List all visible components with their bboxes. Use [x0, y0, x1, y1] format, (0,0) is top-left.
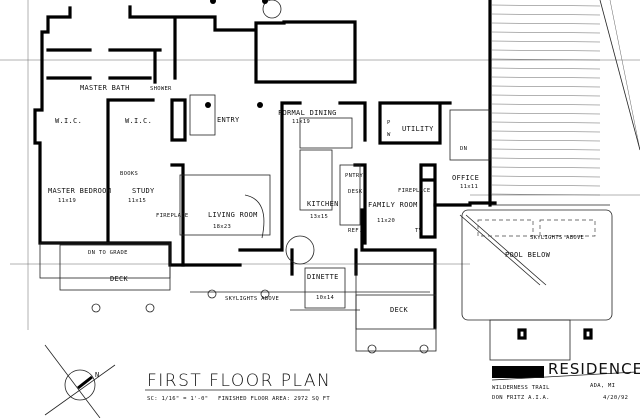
label-study: STUDY [132, 187, 155, 195]
residence-title: RESIDENCE [548, 360, 640, 378]
hatch-line [491, 58, 601, 61]
label-formal-dining-size: 11x19 [292, 119, 310, 125]
hatch-line [491, 175, 601, 178]
plan-title: FIRST FLOOR PLAN [147, 371, 331, 391]
label-dn: DN [460, 146, 467, 152]
label-kitchen-size: 13x15 [310, 214, 328, 220]
hatch-line [491, 112, 601, 115]
hatch-line [491, 76, 601, 79]
label-utility: UTILITY [402, 125, 434, 133]
roof-hatch [489, 0, 640, 206]
finished-floor-area: FINISHED FLOOR AREA: 2972 SQ FT [218, 396, 330, 402]
hatch-line [491, 121, 601, 124]
label-master-bath: MASTER BATH [80, 84, 130, 92]
label-dinette-size: 10x14 [316, 295, 334, 301]
label-skylights-above-2: SKYLIGHTS ABOVE [225, 296, 279, 302]
label-living-room-size: 18x23 [213, 224, 231, 230]
hatch-line [491, 22, 601, 25]
hatch-line [491, 157, 601, 160]
label-deck-2: DECK [390, 306, 409, 314]
hatch-line [491, 139, 601, 142]
room-labels: MASTER BATH SHOWER W.I.C. W.I.C. ENTRY F… [48, 84, 584, 314]
label-master-bedroom-size: 11x19 [58, 198, 76, 204]
label-master-bedroom: MASTER BEDROOM [48, 187, 111, 195]
hatch-line [491, 31, 601, 34]
label-ref: REF. [348, 228, 362, 234]
hatch-line [491, 40, 601, 43]
north-label: N [95, 371, 100, 379]
label-tv: TV [415, 228, 423, 234]
label-wic-2: W.I.C. [125, 117, 152, 125]
hatch-line [491, 67, 601, 70]
hatch-line [491, 184, 601, 187]
hatch-line [491, 85, 601, 88]
plan-scale: SC: 1/16" = 1'-0" [147, 396, 208, 402]
hatch-line [491, 193, 601, 196]
location: WILDERNESS TRAIL [492, 385, 550, 391]
label-study-books: BOOKS [120, 171, 138, 177]
hatch-line [491, 166, 601, 169]
hatch-line [491, 49, 601, 52]
label-family-room: FAMILY ROOM [368, 201, 418, 209]
hatch-line [491, 130, 601, 133]
label-dn-to-grade: DN TO GRADE [88, 250, 128, 256]
label-study-size: 11x15 [128, 198, 146, 204]
hatch-line [491, 4, 601, 7]
hatch-line [491, 94, 601, 97]
north-arrow-compass: N [44, 344, 116, 418]
date: 4/20/92 [603, 395, 628, 401]
label-skylights-above-1: SKYLIGHTS ABOVE [530, 235, 584, 241]
label-fireplace-1: FIREPLACE [156, 213, 189, 219]
label-wic-1: W.I.C. [55, 117, 82, 125]
label-deck-1: DECK [110, 275, 129, 283]
label-pool-below: POOL BELOW [505, 251, 551, 259]
label-fireplace-2: FIREPLACE [398, 188, 431, 194]
label-living-room: LIVING ROOM [208, 211, 258, 219]
label-entry: ENTRY [217, 116, 240, 124]
label-kitchen: KITCHEN [307, 200, 339, 208]
hatch-line [491, 13, 601, 16]
label-utility-p: P [387, 120, 391, 126]
label-office-size: 11x11 [460, 184, 478, 190]
label-desk: DESK [348, 189, 363, 195]
label-shower: SHOWER [150, 86, 172, 92]
title-block: FIRST FLOOR PLAN SC: 1/16" = 1'-0" FINIS… [147, 360, 640, 402]
hatch-line [491, 103, 601, 106]
label-formal-dining: FORMAL DINING [278, 109, 337, 117]
label-family-room-size: 11x20 [377, 218, 395, 224]
details [39, 0, 637, 391]
city: ADA, MI [590, 383, 615, 389]
architect: DON FRITZ A.I.A. [492, 395, 550, 401]
label-dinette: DINETTE [307, 273, 339, 281]
label-office: OFFICE [452, 174, 479, 182]
label-utility-w: W [387, 132, 391, 138]
label-pantry: PNTRY [345, 173, 363, 179]
hatch-line [491, 148, 601, 151]
